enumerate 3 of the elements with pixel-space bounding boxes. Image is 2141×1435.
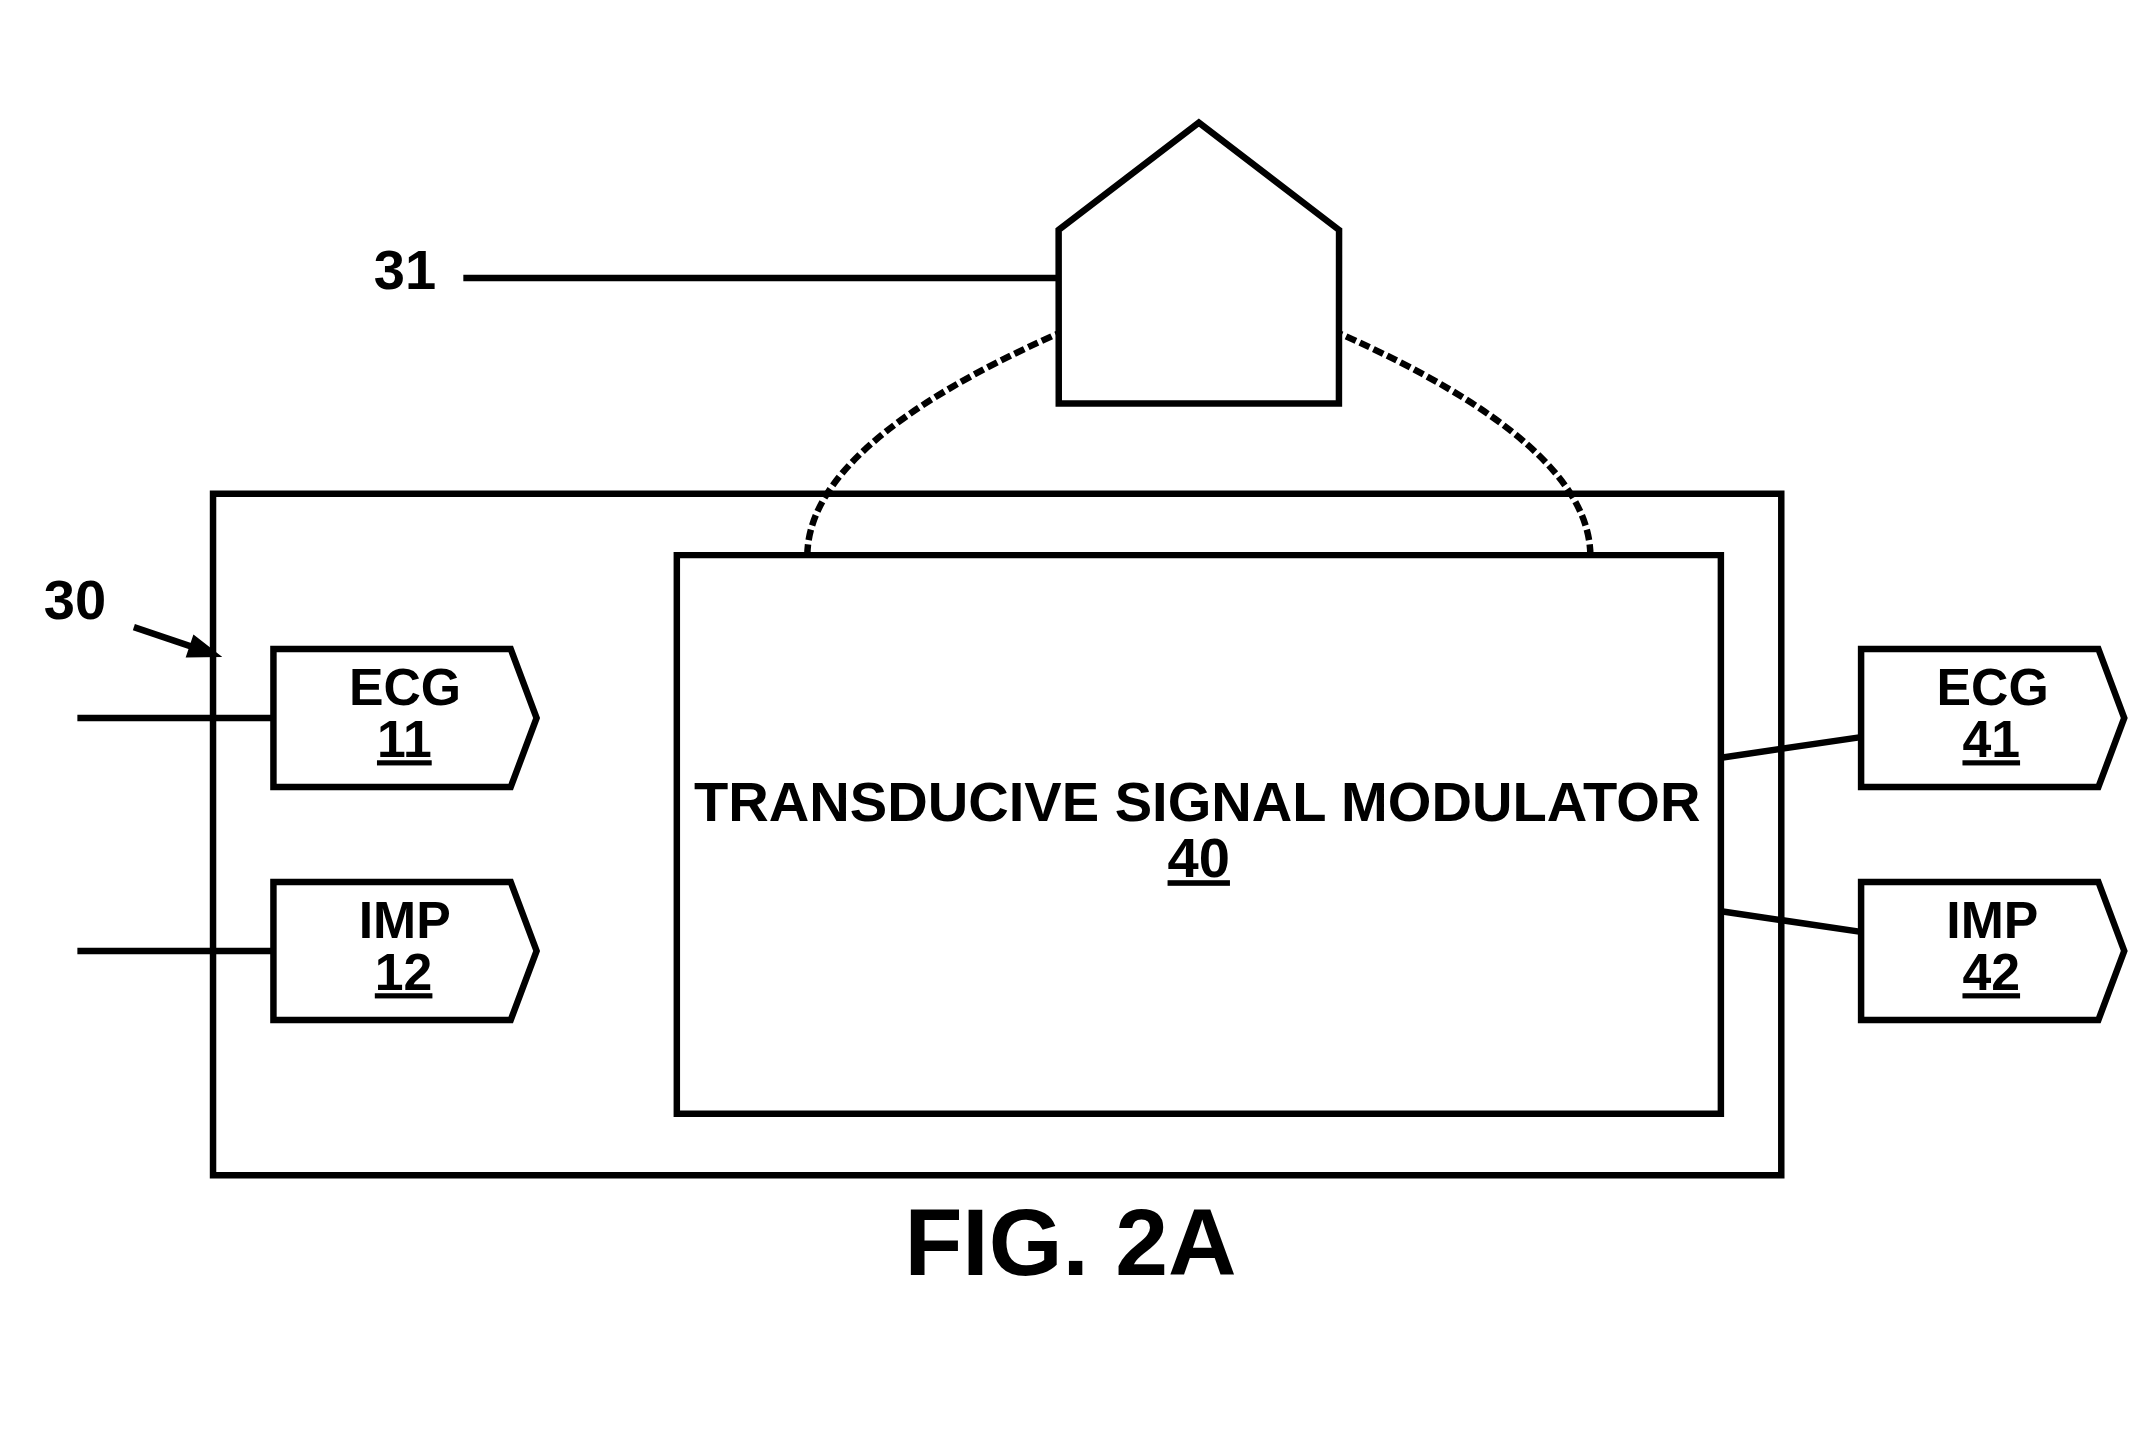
node-text: 31 (373, 237, 437, 301)
caption: FIG. 2A (904, 1188, 1237, 1295)
node-text: 30 (43, 567, 107, 631)
